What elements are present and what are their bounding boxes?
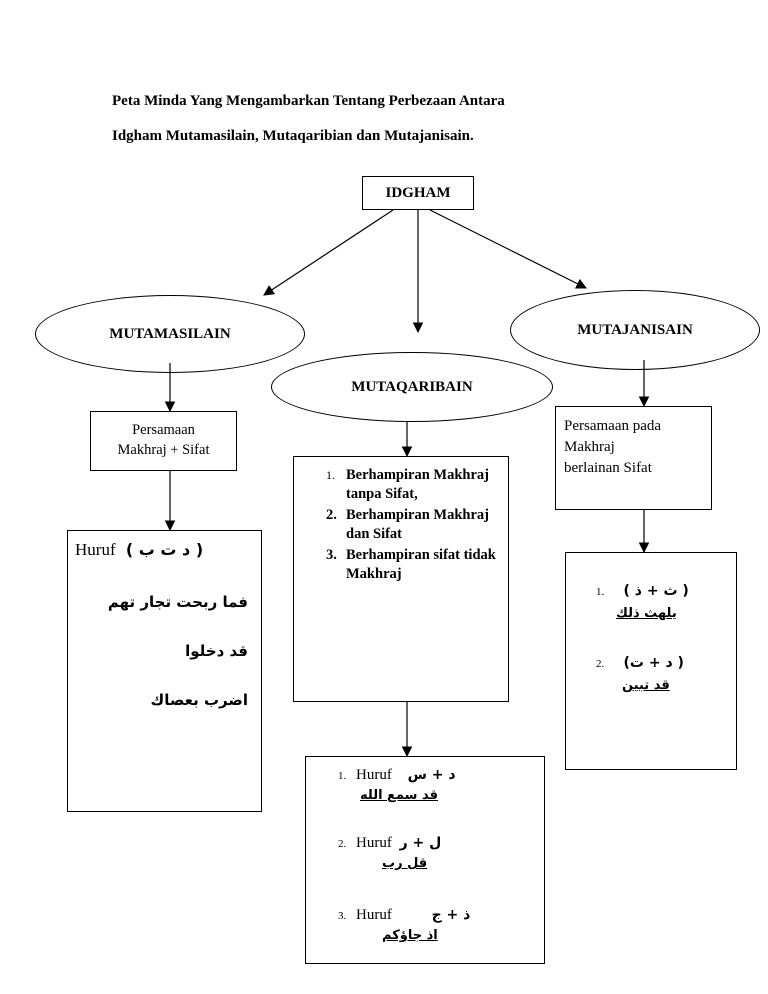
mutaqaribain-example-1: قد سمع الله (360, 788, 438, 803)
mutamasilain-huruf-letters: ( د ت ب ) (125, 540, 204, 559)
mutamasilain-description-box: Persamaan Makhraj + Sifat (90, 411, 237, 471)
mutajanisain-desc-line3: berlainan Sifat (564, 460, 652, 476)
node-mutamasilain: MUTAMASILAIN (35, 295, 305, 373)
mutaqaribain-huruf-1: 1.Huruf د + س (338, 767, 456, 783)
mutajanisain-example-2: قد تبين (622, 678, 670, 693)
node-mutaqaribain: MUTAQARIBAIN (271, 352, 553, 422)
mutajanisain-huruf-box: 1. ( ث + ذ ) يلهث ذلك 2. (د + ت ) قد تبي… (565, 552, 737, 770)
mutamasilain-desc-line2: Makhraj + Sifat (117, 442, 210, 458)
arrow-root-to-mutajanisain (429, 209, 587, 289)
mutajanisain-huruf-1: 1. ( ث + ذ ) (596, 583, 689, 599)
list-item: 2.Berhampiran Makhraj dan Sifat (326, 507, 489, 542)
mutaqaribain-list-box: 1.Berhampiran Makhraj tanpa Sifat, 2.Ber… (293, 456, 509, 702)
arrow-root-to-mutamasilain (263, 209, 394, 296)
mutajanisain-description-box: Persamaan pada Makhraj berlainan Sifat (555, 406, 712, 510)
mutajanisain-example-1: يلهث ذلك (616, 606, 677, 621)
mutaqaribain-example-2: قل رب (382, 856, 428, 871)
root-node-idgham: IDGHAM (362, 176, 474, 210)
list-item: 1.Berhampiran Makhraj tanpa Sifat, (326, 467, 489, 502)
mutamasilain-example-3: اضرب بعصاك (150, 691, 248, 709)
mutajanisain-desc-line1: Persamaan pada (564, 418, 662, 434)
mutamasilain-desc-line1: Persamaan (132, 422, 195, 438)
mutaqaribain-huruf-3: 3.Huruf ذ + ج (338, 907, 471, 923)
list-item: 3.Berhampiran sifat tidak Makhraj (326, 547, 496, 582)
mutajanisain-huruf-2: 2. (د + ت ) (596, 655, 684, 671)
mutaqaribain-huruf-2: 2.Huruf ل + ر (338, 835, 442, 851)
mutamasilain-huruf-label: Huruf (75, 540, 116, 559)
diagram-title-line2: Idgham Mutamasilain, Mutaqaribian dan Mu… (112, 128, 474, 144)
mutaqaribain-huruf-box: 1.Huruf د + س قد سمع الله 2.Huruf ل + ر … (305, 756, 545, 964)
mutamasilain-example-1: فما ربحت تجار تهم (107, 593, 248, 611)
mutamasilain-example-2: قد دخلوا (185, 642, 248, 660)
node-mutajanisain: MUTAJANISAIN (510, 290, 760, 370)
mutaqaribain-criteria-list: 1.Berhampiran Makhraj tanpa Sifat, 2.Ber… (324, 466, 498, 584)
mutaqaribain-example-3: اذ جاؤكم (382, 928, 438, 943)
diagram-title-line1: Peta Minda Yang Mengambarkan Tentang Per… (112, 93, 505, 109)
mutamasilain-huruf-box: Huruf ( د ت ب ) فما ربحت تجار تهم قد دخل… (67, 530, 262, 812)
mutajanisain-desc-line2: Makhraj (564, 439, 615, 455)
